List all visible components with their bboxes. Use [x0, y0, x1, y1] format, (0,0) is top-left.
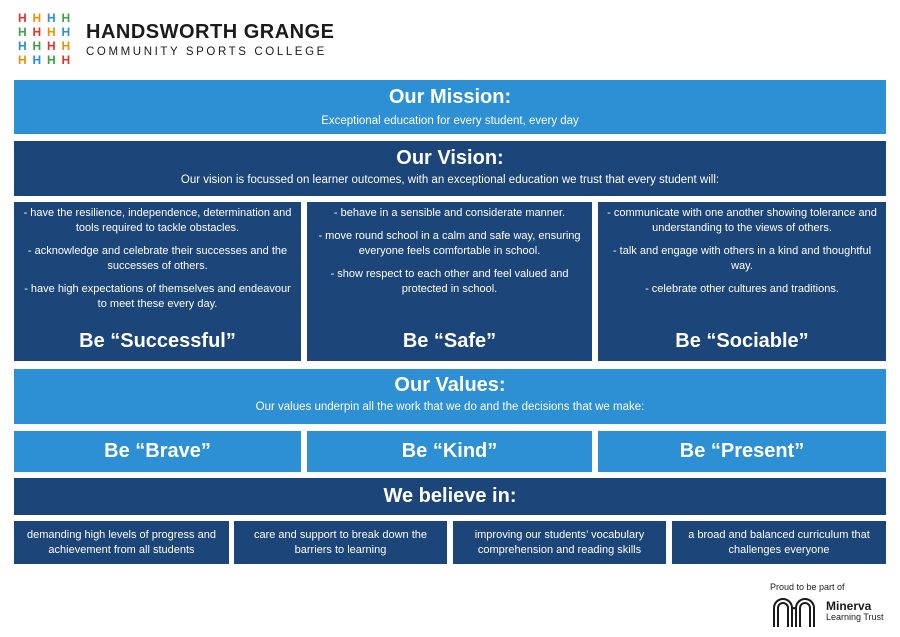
school-brand: HANDSWORTH GRANGE COMMUNITY SPORTS COLLE…: [86, 21, 335, 59]
be-sociable-title: Be “Sociable”: [675, 330, 809, 352]
be-safe-title: Be “Safe”: [402, 330, 497, 352]
vision-panel: Our Vision: Our vision is focussed on le…: [14, 141, 886, 196]
value-present: Be “Present”: [598, 431, 886, 472]
school-subtitle: COMMUNITY SPORTS COLLEGE: [86, 46, 327, 58]
be-safe-card: - behave in a sensible and considerate m…: [307, 202, 592, 361]
values-text: Our values underpin all the work that we…: [255, 401, 645, 413]
belief-item: improving our students’ vocabulary compr…: [453, 521, 666, 564]
values-panel: Our Values: Our values underpin all the …: [14, 369, 886, 424]
logo-letter: H: [61, 25, 71, 39]
value-brave: Be “Brave”: [14, 431, 301, 472]
logo-letter: H: [47, 39, 56, 53]
belief-text: improving our students’ vocabulary compr…: [474, 528, 645, 556]
value-kind: Be “Kind”: [307, 431, 592, 472]
vision-point: - move round school in a calm and safe w…: [318, 230, 581, 257]
belief-text: demanding high levels of progress and ac…: [27, 528, 216, 556]
minerva-logo-icon: [773, 598, 815, 627]
belief-item: care and support to break down the barri…: [234, 521, 447, 564]
proud-text: Proud to be part of: [770, 582, 845, 592]
belief-text: a broad and balanced curriculum that cha…: [688, 528, 870, 556]
believe-title: We believe in:: [383, 485, 517, 507]
mission-text: Exceptional education for every student,…: [321, 115, 579, 127]
logo-letter: H: [32, 25, 42, 39]
vision-point: - acknowledge and celebrate their succes…: [27, 245, 288, 272]
mission-title: Our Mission:: [388, 86, 512, 108]
logo-letter: H: [18, 25, 27, 39]
vision-point: - communicate with one another showing t…: [607, 207, 877, 234]
belief-item: a broad and balanced curriculum that cha…: [672, 521, 886, 564]
logo-letter: H: [47, 11, 56, 25]
mission-panel: Our Mission: Exceptional education for e…: [14, 80, 886, 134]
logo-letter: H: [32, 11, 42, 25]
belief-text: care and support to break down the barri…: [253, 528, 428, 556]
vision-point: - have high expectations of themselves a…: [24, 283, 291, 310]
logo-letter: H: [32, 39, 42, 53]
values-title: Our Values:: [394, 374, 506, 396]
trust-footer: Proud to be part of Minerva Learning Tru…: [770, 582, 890, 632]
logo-letter: H: [47, 25, 56, 39]
vision-point: - celebrate other cultures and tradition…: [645, 283, 839, 295]
school-name: HANDSWORTH GRANGE: [86, 21, 335, 43]
logo-letter: H: [18, 11, 27, 25]
logo-letter: H: [18, 53, 27, 67]
logo-letter: H: [61, 39, 71, 53]
logo-letter: H: [61, 53, 71, 67]
vision-title: Our Vision:: [396, 147, 504, 169]
logo-letter: H: [61, 11, 71, 25]
be-sociable-card: - communicate with one another showing t…: [598, 202, 886, 361]
minerva-name: Minerva: [826, 599, 872, 613]
vision-point: - talk and engage with others in a kind …: [612, 245, 872, 272]
vision-point: - have the resilience, independence, det…: [23, 207, 292, 234]
vision-point: - behave in a sensible and considerate m…: [333, 207, 566, 219]
minerva-subtitle: Learning Trust: [826, 612, 884, 622]
logo-letter: H: [47, 53, 56, 67]
be-successful-title: Be “Successful”: [79, 330, 236, 352]
vision-point: - show respect to each other and feel va…: [330, 268, 569, 295]
logo-letter: H: [32, 53, 42, 67]
vision-text: Our vision is focussed on learner outcom…: [180, 174, 720, 186]
belief-item: demanding high levels of progress and ac…: [14, 521, 229, 564]
believe-panel: We believe in:: [14, 478, 886, 515]
logo-letter: H: [18, 39, 27, 53]
be-successful-card: - have the resilience, independence, det…: [14, 202, 301, 361]
